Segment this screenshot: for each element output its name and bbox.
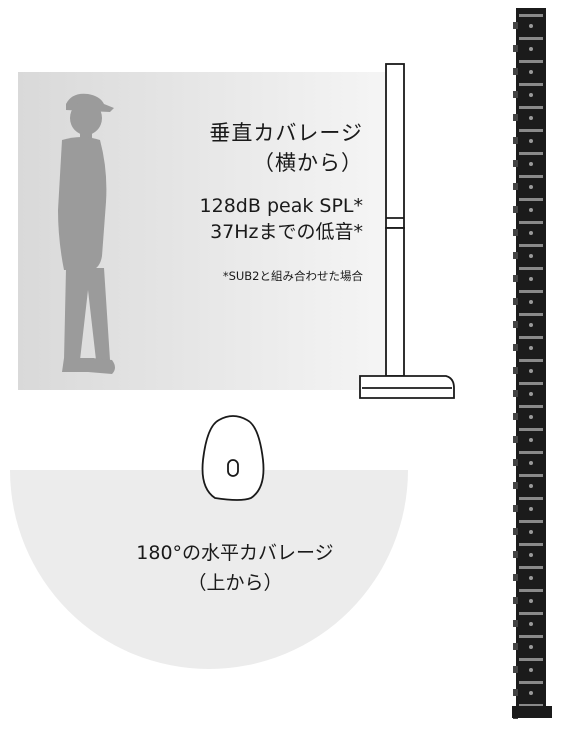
footnote: *SUB2と組み合わせた場合 (222, 269, 363, 283)
vertical-coverage-title: 垂直カバレージ （横から） (209, 118, 363, 178)
vertical-coverage-spec: 128dB peak SPL* 37Hzまでの低音* (200, 193, 363, 245)
horizontal-title-line1: 180°の水平カバレージ (136, 542, 334, 564)
spec-line1: 128dB peak SPL* (199, 195, 363, 217)
vertical-title-line1: 垂直カバレージ (209, 121, 363, 145)
spec-line2: 37Hzまでの低音* (210, 221, 363, 243)
horizontal-title-line2: （上から） (187, 572, 283, 594)
horizontal-coverage-title: 180°の水平カバレージ （上から） (70, 538, 400, 598)
vertical-title-line2: （横から） (253, 151, 363, 175)
